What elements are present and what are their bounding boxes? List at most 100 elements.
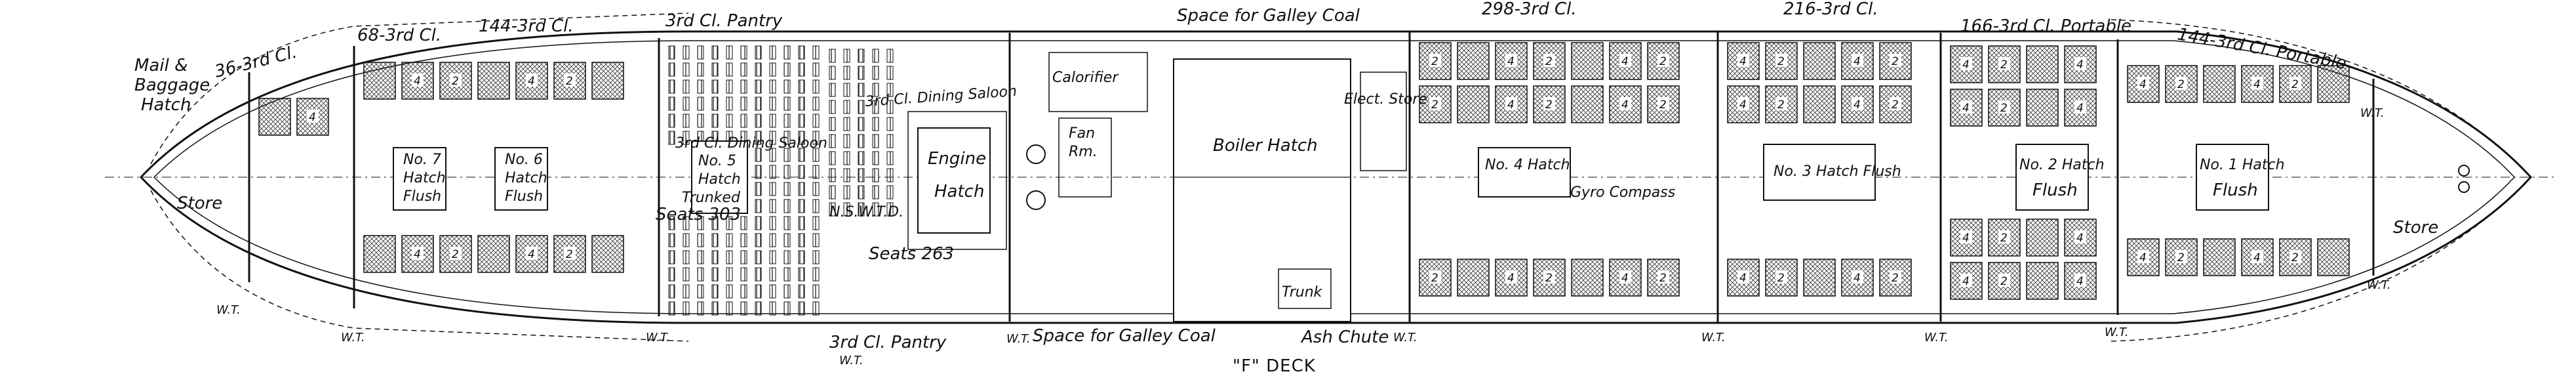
cabin-block: 4 — [401, 62, 434, 100]
wt-label: W.T. — [839, 354, 863, 368]
wt-labels: W.T. W.T. W.T. W.T. W.T. W.T. W.T. W.T. … — [216, 106, 2391, 368]
dining-table — [769, 114, 776, 128]
cabin-berths — [258, 98, 291, 136]
dining-table — [812, 131, 820, 145]
cabin-block: 2 — [1988, 219, 2021, 257]
dining-table — [798, 216, 805, 230]
wt-label: W.T. — [341, 331, 365, 345]
cabin-number: 2 — [566, 75, 573, 88]
cabin-block: 4 — [2241, 65, 2274, 103]
dining-table — [755, 199, 762, 213]
label-no4-hatch: No. 4 Hatch — [1485, 157, 1570, 173]
dining-table — [755, 233, 762, 247]
dining-table — [740, 114, 747, 128]
cabin-number: 2 — [2291, 251, 2299, 264]
dining-table — [769, 250, 776, 264]
cabin-number-bg — [2137, 250, 2149, 263]
cabin-block: 4 — [1727, 42, 1760, 80]
cabin-number: 4 — [2076, 102, 2084, 115]
dining-table — [798, 301, 805, 316]
hatch-no2 — [2015, 144, 2089, 211]
cabin-number: 4 — [2139, 78, 2147, 91]
dining-table — [812, 301, 820, 316]
dining-table — [711, 79, 719, 94]
label-engine-2: Hatch — [934, 182, 984, 201]
cabin-block: 4 — [1950, 219, 1983, 257]
cabin-block — [1803, 42, 1836, 80]
cabin-number-bg — [1429, 54, 1441, 67]
dining-table — [783, 165, 791, 179]
dining-table — [783, 233, 791, 247]
dining-table — [798, 233, 805, 247]
cabin-number-bg — [1657, 97, 1669, 110]
cabin-block — [1803, 259, 1836, 297]
dining-table — [769, 199, 776, 213]
dining-table — [668, 267, 675, 282]
hatches — [393, 58, 2269, 322]
cabin-number-bg — [450, 247, 462, 260]
cabin-block: 4 — [1950, 45, 1983, 83]
dining-table — [683, 284, 690, 299]
dining-table — [711, 62, 719, 77]
cabin-number-bg — [1657, 270, 1669, 284]
dining-table — [755, 284, 762, 299]
wt-label: W.T. — [1924, 331, 1949, 345]
dining-table — [812, 267, 820, 282]
dining-table — [755, 216, 762, 230]
dining-table — [798, 182, 805, 196]
cabin-number: 2 — [1431, 272, 1438, 285]
dining-table — [843, 100, 850, 114]
dining-table — [886, 66, 894, 80]
dining-table — [843, 117, 850, 131]
cabin-number-bg — [1505, 97, 1517, 110]
cabin-number: 2 — [2000, 232, 2008, 245]
dining-table — [886, 202, 894, 217]
dining-table — [886, 168, 894, 182]
label-no5-3: Trunked — [682, 190, 741, 206]
dining-table — [886, 83, 894, 97]
dining-table — [726, 233, 733, 247]
dining-table — [683, 267, 690, 282]
dining-table — [798, 165, 805, 179]
dining-table — [697, 284, 704, 299]
cabin-number-bg — [1890, 270, 1901, 284]
cabin-number-bg — [412, 74, 424, 87]
dining-table — [872, 83, 879, 97]
cabin-number-bg — [1852, 270, 1863, 284]
dining-table — [783, 45, 791, 60]
cabin-number: 4 — [2139, 251, 2147, 264]
dining-table — [858, 117, 865, 131]
dining-tables — [668, 45, 894, 316]
dining-table — [668, 131, 675, 145]
dining-table — [858, 202, 865, 217]
dining-table — [812, 165, 820, 179]
dining-table — [740, 79, 747, 94]
cabin-number: 2 — [1431, 55, 1438, 68]
dining-table — [740, 301, 747, 316]
cabin-berths — [1419, 259, 1452, 297]
label-seats-303: Seats 303 — [656, 205, 741, 224]
cabin-number-bg — [1852, 54, 1863, 67]
cabin-number-bg — [1543, 270, 1555, 284]
cabin-number-bg — [1960, 57, 1972, 70]
cabin-block — [1571, 42, 1604, 80]
cabin-berths — [2026, 89, 2059, 127]
label-engine-1: Engine — [928, 149, 986, 169]
label-no5-1: No. 5 — [698, 153, 736, 169]
cabin-number-bg — [1657, 54, 1669, 67]
cabin-number: 2 — [1777, 272, 1785, 285]
dining-table — [711, 250, 719, 264]
cabin-number-bg — [1429, 97, 1441, 110]
cabin-block — [363, 62, 396, 100]
dining-table — [740, 267, 747, 282]
dining-table — [755, 79, 762, 94]
dining-table — [812, 199, 820, 213]
dining-table — [755, 165, 762, 179]
cabin-number-bg — [1543, 54, 1555, 67]
cabin-block: 2 — [553, 235, 586, 273]
dining-table — [769, 284, 776, 299]
cabin-block: 2 — [1533, 42, 1566, 80]
cabin-number-bg — [1619, 270, 1631, 284]
dining-table — [711, 267, 719, 282]
label-no6-2: Hatch — [505, 170, 547, 186]
